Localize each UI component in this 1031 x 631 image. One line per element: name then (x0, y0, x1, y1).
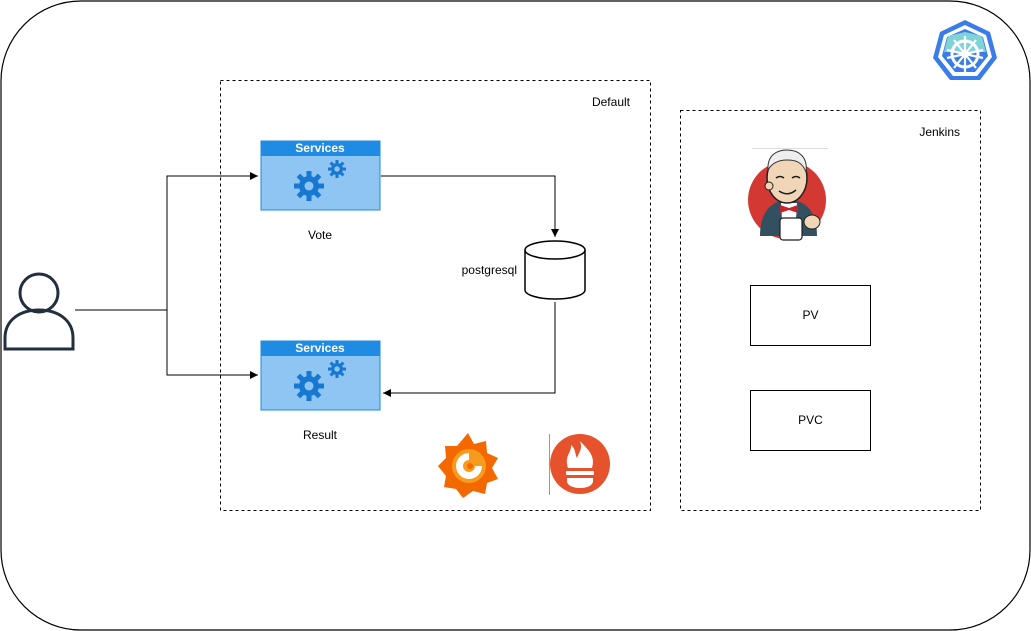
postgresql-label: postgresql (462, 263, 517, 277)
postgresql-database[interactable]: postgresql (462, 240, 586, 300)
default-namespace-label: Default (592, 95, 631, 109)
pv-box[interactable]: PV (750, 285, 871, 346)
user-icon[interactable] (3, 272, 75, 351)
result-service[interactable]: Services Result (260, 340, 381, 442)
user-to-result-connector (166, 310, 258, 379)
default-namespace[interactable]: Default (220, 80, 651, 511)
kubernetes-logo (933, 20, 997, 80)
gear-icon (294, 360, 346, 401)
result-service-header: Services (295, 341, 345, 355)
gear-icon (294, 160, 346, 201)
user-to-vote-connector (75, 172, 258, 311)
jenkins-namespace-label: Jenkins (919, 125, 960, 139)
vote-service[interactable]: Services Vote (260, 140, 381, 242)
vote-service-caption: Vote (308, 228, 332, 242)
jenkins-namespace[interactable]: Jenkins (680, 110, 981, 511)
pvc-box[interactable]: PVC (750, 390, 871, 451)
vote-to-db-connector (381, 175, 559, 237)
connectors (75, 172, 559, 397)
grafana-logo (438, 433, 498, 498)
jenkins-logo (748, 148, 828, 241)
vote-service-header: Services (295, 141, 345, 155)
db-to-result-connector (383, 302, 556, 397)
pv-label: PV (802, 308, 818, 322)
result-service-caption: Result (303, 428, 338, 442)
pvc-label: PVC (798, 413, 823, 427)
prometheus-logo (549, 434, 610, 495)
